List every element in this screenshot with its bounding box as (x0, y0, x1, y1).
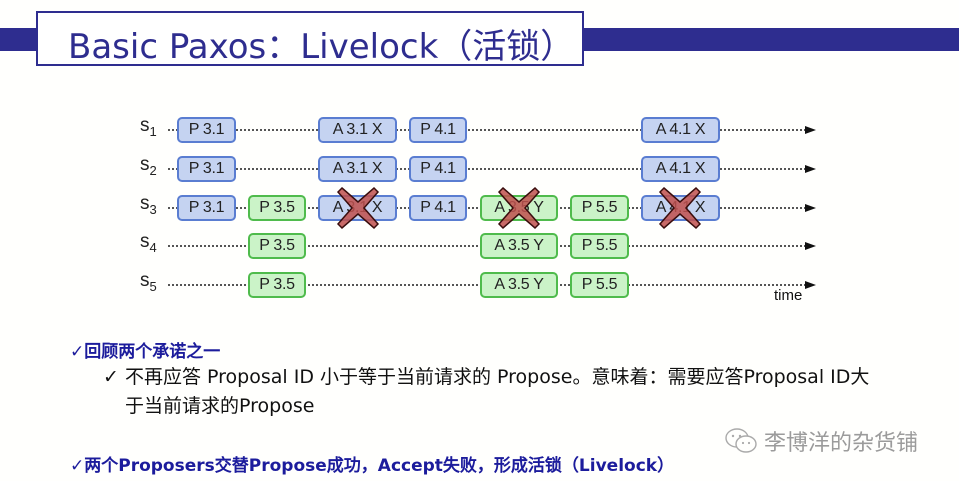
watermark: 李博洋的杂货铺 (724, 425, 918, 457)
box-s3-prepare-4-1: P 4.1 (409, 195, 467, 221)
box-s5-prepare-5-5: P 5.5 (570, 272, 629, 298)
box-s2-accept-4-1: A 4.1 X (641, 156, 720, 182)
row-label-s4: s4 (140, 231, 157, 255)
box-s2-prepare-4-1: P 4.1 (409, 156, 467, 182)
row-label-s2: s2 (140, 154, 157, 178)
box-s5-accept-3-5: A 3.5 Y (480, 272, 558, 298)
box-s4-prepare-5-5: P 5.5 (570, 233, 629, 259)
box-s5-prepare-3-5: P 3.5 (248, 272, 306, 298)
paxos-livelock-diagram: s1 s2 s3 s4 s5 P 3.1 A 3.1 X P 4.1 A 4.1… (140, 115, 816, 304)
reject-cross-icon (497, 186, 541, 230)
bullet-recall-promise: ✓回顾两个承诺之一 (70, 342, 221, 362)
arrow-icon (805, 281, 816, 289)
box-s3-prepare-3-5: P 3.5 (248, 195, 306, 221)
box-s4-accept-3-5: A 3.5 Y (480, 233, 558, 259)
row-label-s1: s1 (140, 115, 157, 139)
bullet-livelock-summary: ✓两个Proposers交替Propose成功，Accept失败，形成活锁（Li… (70, 456, 675, 476)
row-label-s5: s5 (140, 270, 157, 294)
row-label-s3: s3 (140, 193, 157, 217)
reject-cross-icon (658, 186, 702, 230)
wechat-icon (725, 428, 757, 453)
title-box: Basic Paxos：Livelock（活锁） (36, 11, 584, 67)
arrow-icon (805, 165, 816, 173)
check-icon: ✓ (103, 366, 119, 388)
box-s2-accept-3-1: A 3.1 X (318, 156, 397, 182)
box-s3-prepare-5-5: P 5.5 (570, 195, 629, 221)
arrow-icon (805, 242, 816, 250)
arrow-icon (805, 126, 816, 134)
box-s1-prepare-4-1: P 4.1 (409, 117, 467, 143)
box-s4-prepare-3-5: P 3.5 (248, 233, 306, 259)
timeline-s2 (168, 168, 806, 170)
box-s1-prepare-3-1: P 3.1 (177, 117, 236, 143)
page-title: Basic Paxos：Livelock（活锁） (68, 27, 575, 67)
reject-cross-icon (336, 186, 380, 230)
time-axis-label: time (774, 287, 803, 304)
box-s3-accept-3-1-rejected: A 3.1 X (318, 195, 397, 221)
timeline-s1 (168, 129, 806, 131)
bullet-promise-detail: ✓不再应答 Proposal ID 小于等于当前请求的 Propose。意味着：… (103, 363, 923, 421)
box-s3-prepare-3-1: P 3.1 (177, 195, 236, 221)
arrow-icon (805, 204, 816, 212)
watermark-text: 李博洋的杂货铺 (764, 431, 919, 456)
box-s1-accept-3-1: A 3.1 X (318, 117, 397, 143)
box-s2-prepare-3-1: P 3.1 (177, 156, 236, 182)
box-s1-accept-4-1: A 4.1 X (641, 117, 720, 143)
